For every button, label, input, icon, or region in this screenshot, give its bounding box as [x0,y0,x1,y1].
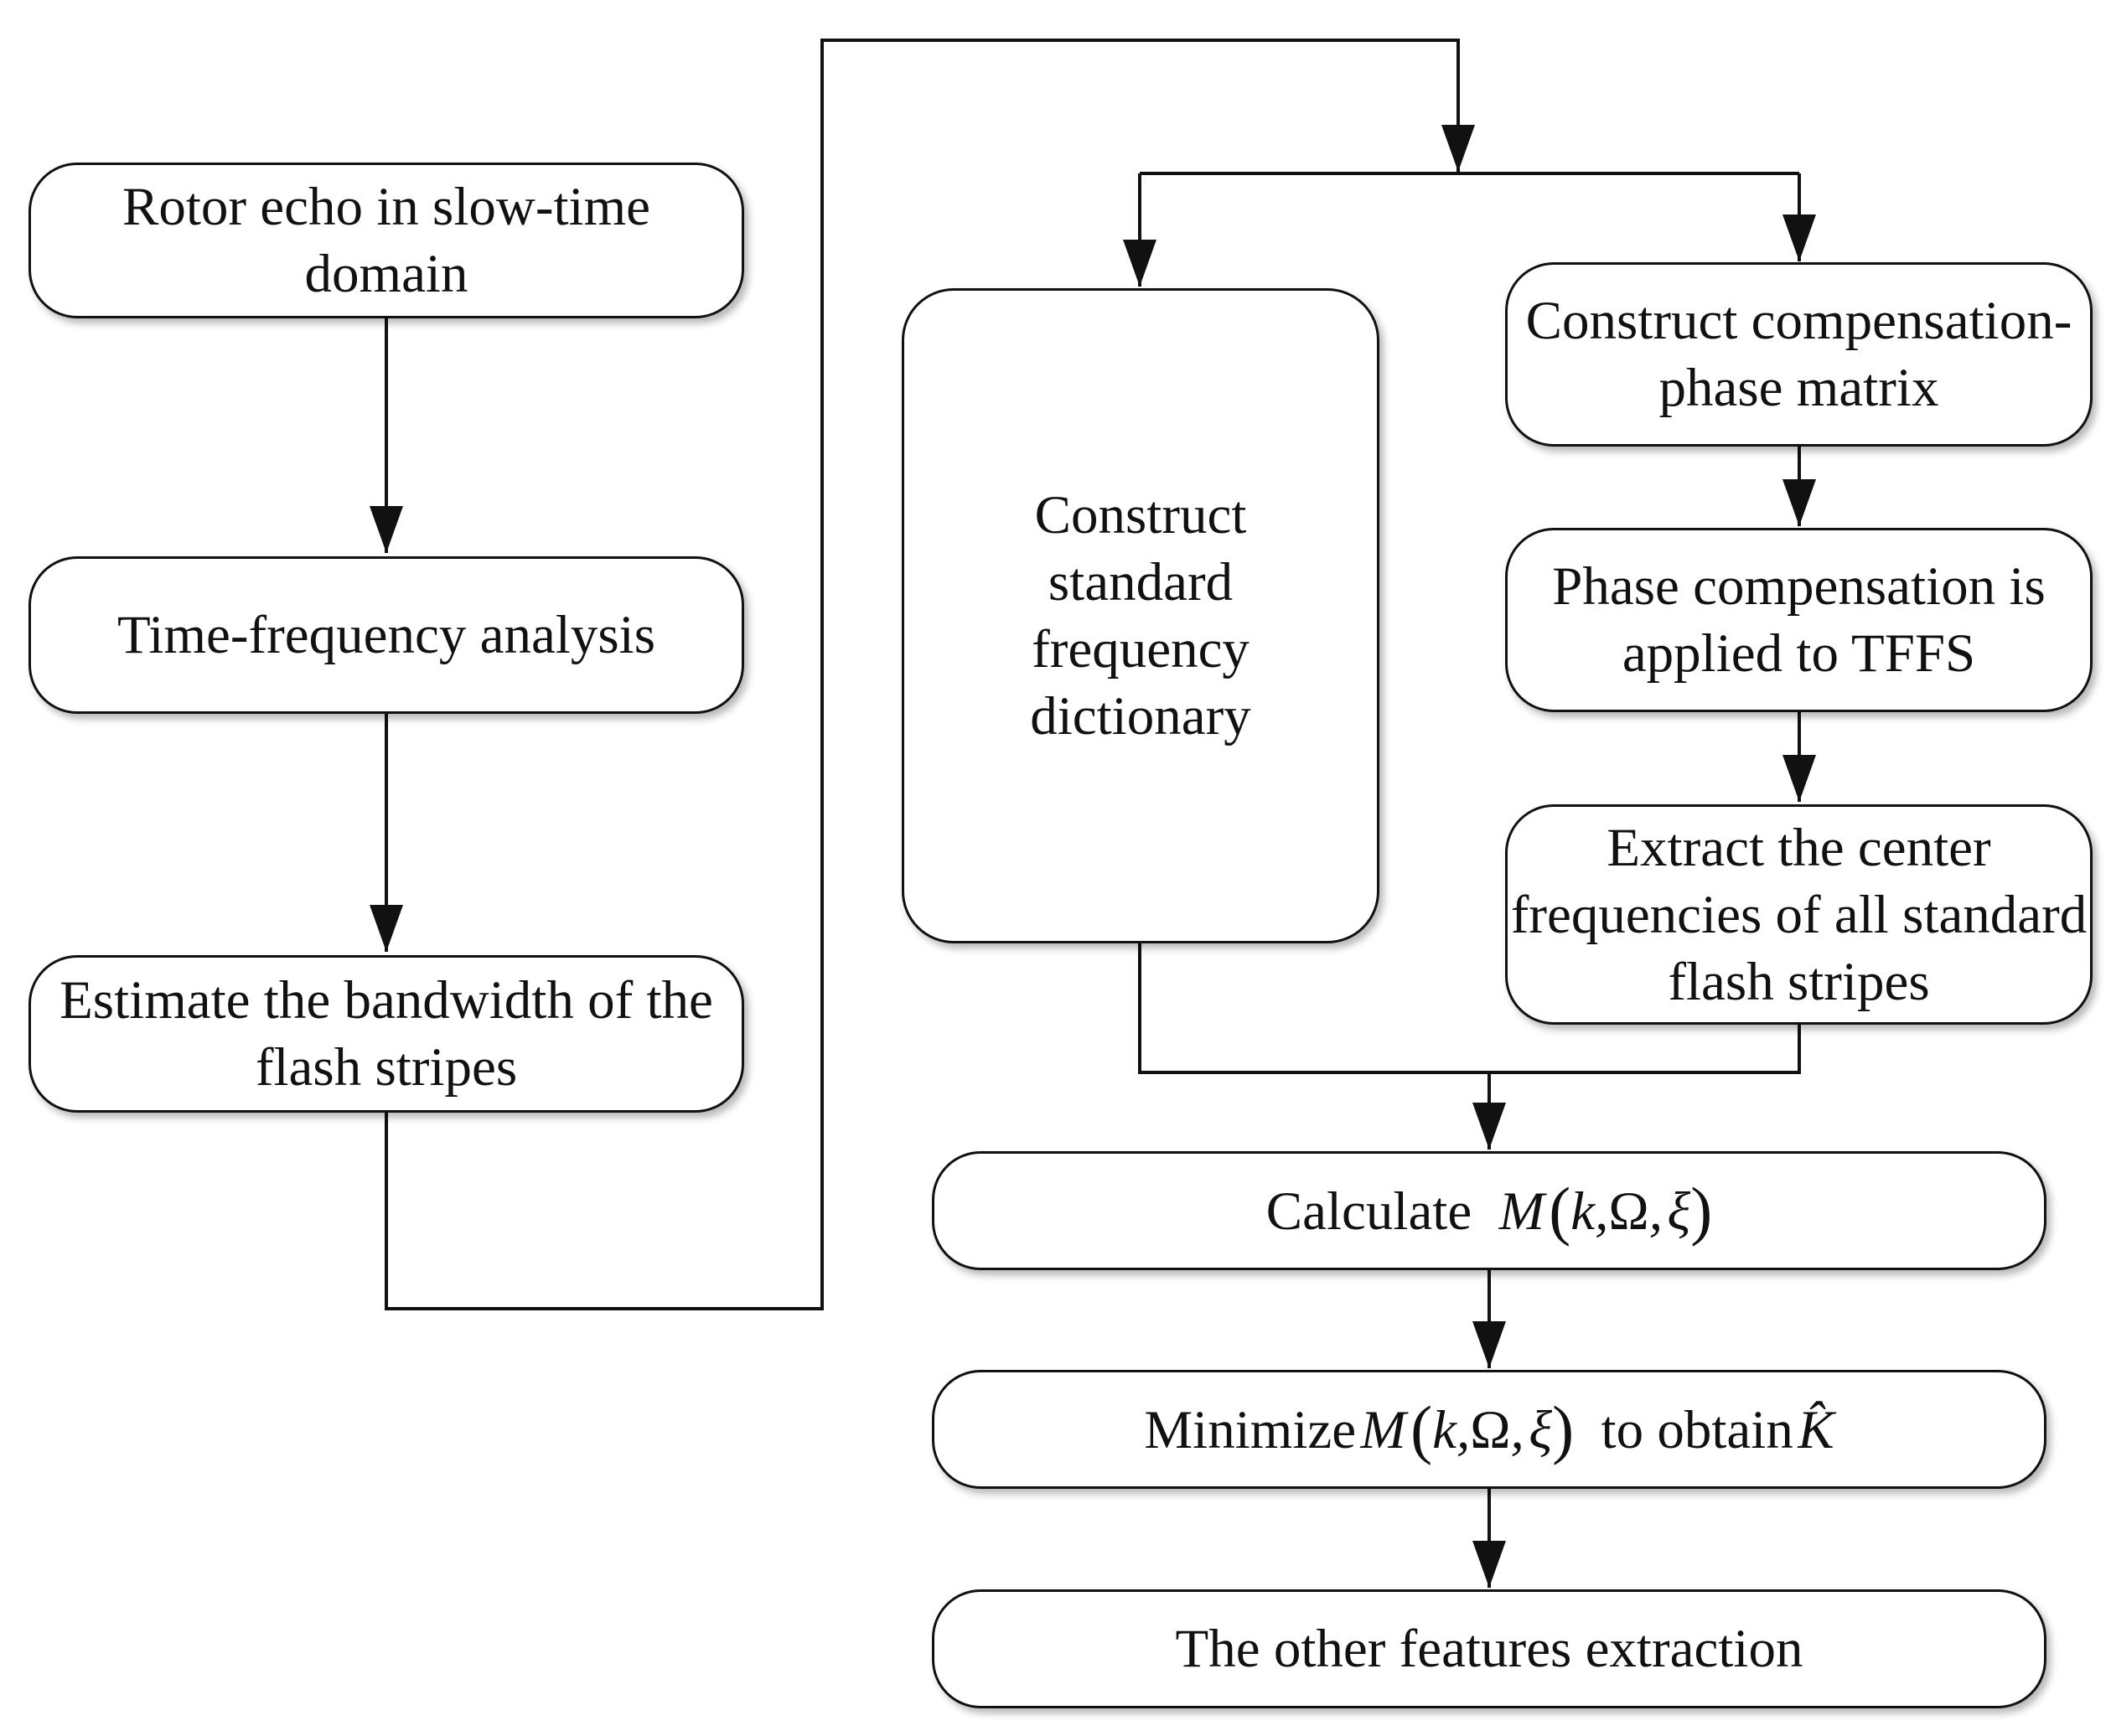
node-tf-analysis-label: Time-frequency analysis [116,605,656,665]
arrowhead-extract [1782,755,1816,802]
node-tf-analysis: Time-frequency analysis [28,556,744,714]
node-calculate: Calculate M (k,Ω, ξ) [932,1151,2046,1270]
arrowhead-tf [370,506,403,553]
node-estimate-bandwidth: Estimate the bandwidth of the flash stri… [28,955,744,1113]
arrowhead-min [1472,1321,1506,1368]
edge-estimate-route [385,39,1460,1310]
arrowhead-comp [1782,214,1816,261]
minimize-arg2: Ω [1470,1399,1511,1460]
node-other-features-label: The other features extraction [1175,1619,1803,1679]
node-estimate-bandwidth-label: Estimate the bandwidth of the flash stri… [60,970,713,1098]
minimize-prefix: Minimize [1144,1399,1357,1460]
node-phase-compensation-label: Phase compensation is applied to TFFS [1552,556,2046,684]
minimize-arg1: k [1432,1399,1456,1460]
minimize-middle: to obtain [1601,1399,1793,1460]
calculate-prefix: Calculate [1265,1181,1472,1242]
node-minimize-label: Minimize M (k,Ω, ξ) to obtain K̂ [1144,1392,1834,1465]
minimize-arg3: ξ [1529,1399,1553,1460]
minimize-func: M [1360,1399,1406,1460]
minimize-result: K̂ [1798,1399,1834,1460]
node-construct-compensation: Construct compensation-phase matrix [1505,262,2093,447]
node-other-features: The other features extraction [932,1589,2046,1708]
node-rotor-echo-label: Rotor echo in slow-time domain [122,177,651,304]
calculate-arg1: k [1570,1181,1596,1242]
calculate-formula: M (k,Ω, ξ) [1498,1173,1713,1247]
node-rotor-echo: Rotor echo in slow-time domain [28,163,744,318]
arrowhead-other [1472,1541,1506,1588]
node-calculate-label: Calculate M (k,Ω, ξ) [1265,1173,1713,1247]
arrowhead-dict [1123,240,1156,287]
node-construct-dictionary: Construct standard frequency dictionary [902,288,1379,943]
arrowhead-split [1441,125,1475,172]
node-construct-compensation-label: Construct compensation-phase matrix [1525,291,2072,418]
calculate-arg2: Ω [1608,1181,1649,1242]
edge-dict-down [1138,943,1801,1074]
calculate-arg3: ξ [1667,1181,1691,1242]
node-minimize: Minimize M (k,Ω, ξ) to obtain K̂ [932,1370,2046,1489]
calculate-func: M [1498,1181,1544,1242]
arrowhead-estimate [370,905,403,952]
arrowhead-calc [1472,1103,1506,1150]
node-extract-center-label: Extract the center frequencies of all st… [1510,817,2088,1012]
node-extract-center: Extract the center frequencies of all st… [1505,804,2093,1025]
node-phase-compensation: Phase compensation is applied to TFFS [1505,528,2093,712]
node-construct-dictionary-label: Construct standard frequency dictionary [1030,485,1251,747]
arrowhead-phase [1782,479,1816,526]
minimize-formula: M (k,Ω, ξ) [1360,1392,1575,1465]
